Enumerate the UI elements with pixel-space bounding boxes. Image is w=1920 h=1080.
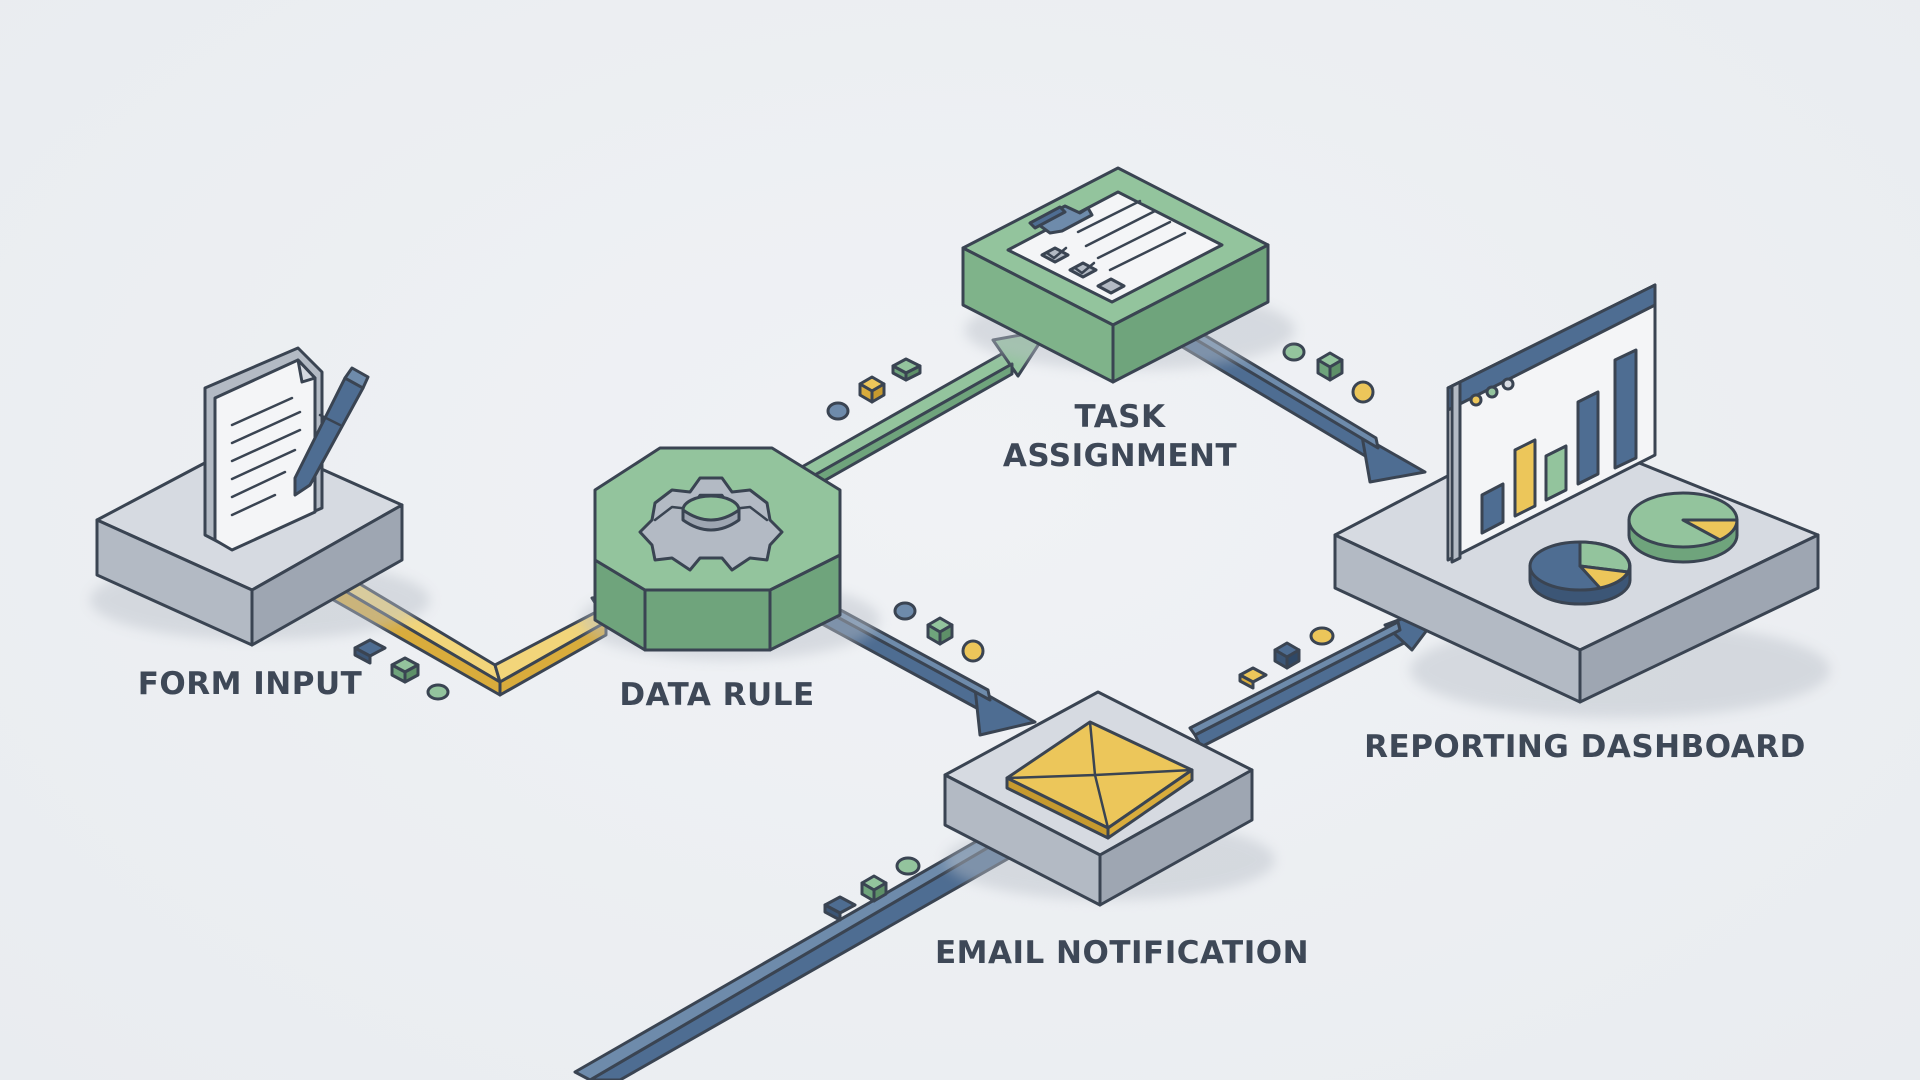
email-notification-label: EMAIL NOTIFICATION	[935, 935, 1309, 971]
donut-chart-icon	[1627, 491, 1739, 564]
node-data-rule[interactable]: DATA RULE	[580, 446, 880, 713]
node-task-assignment[interactable]: TASK ASSIGNMENT	[961, 166, 1295, 474]
data-rule-label: DATA RULE	[619, 677, 814, 713]
pie-chart-icon	[1528, 540, 1632, 606]
flow-particles	[353, 342, 1375, 922]
gear-icon	[638, 476, 784, 572]
bar-chart-window-icon	[1446, 283, 1657, 564]
task-assignment-label-line2: ASSIGNMENT	[1003, 438, 1237, 474]
node-form-input[interactable]: FORM INPUT	[90, 346, 430, 702]
task-assignment-label-line1: TASK	[1074, 399, 1166, 435]
node-email-notification[interactable]: EMAIL NOTIFICATION	[935, 690, 1309, 971]
form-input-label: FORM INPUT	[138, 666, 363, 702]
envelope-icon	[1005, 720, 1194, 840]
clipboard-checklist-icon	[1006, 190, 1224, 304]
node-reporting-dashboard[interactable]: REPORTING DASHBOARD	[1333, 283, 1830, 765]
reporting-dashboard-label: REPORTING DASHBOARD	[1364, 729, 1806, 765]
document-pen-icon	[203, 346, 370, 552]
